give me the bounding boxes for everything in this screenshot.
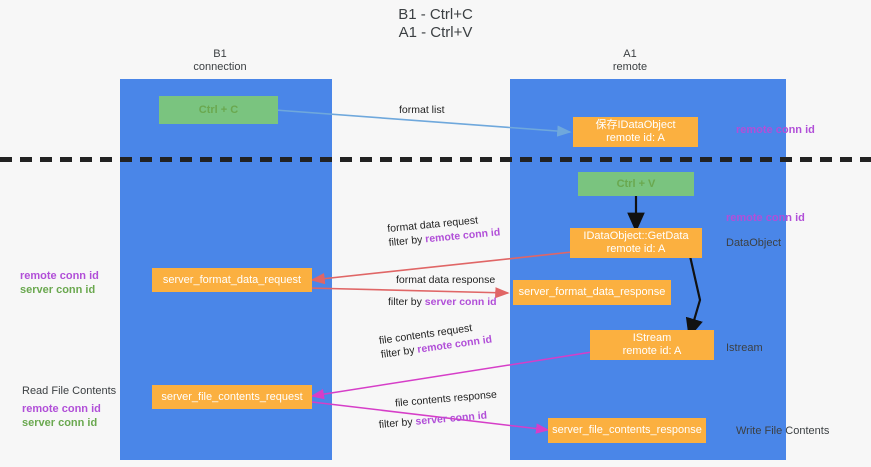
- node-istream[interactable]: IStream remote id: A: [590, 330, 714, 360]
- annotation-right-remote-conn-id-top: remote conn id: [736, 124, 815, 136]
- phase-separator: [0, 157, 871, 162]
- annotation-right-dataobject: DataObject: [726, 237, 782, 249]
- annotation-left-server-conn-id-mid: server conn id: [20, 284, 96, 296]
- node-store-dataobject[interactable]: 保存IDataObject remote id: A: [573, 117, 698, 147]
- node-istream-line-1: IStream: [632, 332, 672, 344]
- diagram-title-line-1: B1 - Ctrl+C: [398, 6, 473, 23]
- column-header-b1-sub: connection: [193, 61, 247, 73]
- node-server-format-data-request-label: server_format_data_request: [162, 273, 302, 286]
- edge-label-file-contents-response-filter-key: server conn id: [414, 409, 488, 428]
- node-store-dataobject-line-1: 保存IDataObject: [595, 119, 676, 131]
- edge-label-file-contents-request: file contents request filter by remote c…: [378, 319, 493, 362]
- node-server-format-data-request[interactable]: server_format_data_request: [152, 268, 312, 292]
- column-header-a1-name: A1: [623, 48, 637, 60]
- edge-label-file-contents-response-line-1: file contents response: [394, 388, 498, 410]
- annotation-left-remote-conn-id-bot: remote conn id: [22, 403, 101, 415]
- node-idataobject-getdata[interactable]: IDataObject::GetData remote id: A: [570, 228, 702, 258]
- node-server-file-contents-request-label: server_file_contents_request: [161, 390, 303, 403]
- annotation-left-server-conn-id-bot: server conn id: [22, 417, 98, 429]
- node-ctrl-v[interactable]: Ctrl + V: [578, 172, 694, 196]
- node-istream-line-2: remote id: A: [622, 345, 682, 357]
- edge-label-format-data-response-line-1: format data response: [396, 274, 496, 286]
- node-server-format-data-response[interactable]: server_format_data_response: [513, 280, 671, 305]
- edge-label-format-list-text: format list: [399, 104, 445, 116]
- annotation-right-remote-conn-id-mid: remote conn id: [726, 212, 805, 224]
- edge-label-format-data-response-filter-key: server conn id: [424, 296, 497, 308]
- annotation-right-istream: Istream: [726, 342, 763, 354]
- edge-label-format-data-request-filter-prefix: filter by: [388, 233, 426, 249]
- column-header-b1: B1 connection: [130, 48, 310, 74]
- annotation-right-write-file-contents: Write File Contents: [736, 425, 830, 437]
- edge-label-format-data-response-line-2: filter by server conn id: [388, 295, 497, 309]
- column-header-a1-sub: remote: [612, 61, 648, 73]
- node-idataobject-getdata-line-1: IDataObject::GetData: [583, 230, 689, 242]
- edge-label-file-contents-response-line-2: filter by server conn id: [378, 408, 499, 432]
- node-server-format-data-response-label: server_format_data_response: [518, 286, 666, 298]
- node-ctrl-c-label: Ctrl + C: [198, 103, 239, 116]
- edge-label-format-list: format list: [399, 103, 445, 117]
- column-header-a1: A1 remote: [530, 48, 730, 74]
- diagram-title-line-2: A1 - Ctrl+V: [398, 24, 473, 41]
- node-store-dataobject-line-2: remote id: A: [606, 132, 665, 144]
- annotation-left-read-file-contents: Read File Contents: [22, 385, 117, 397]
- node-server-file-contents-response-label: server_file_contents_response: [552, 424, 702, 436]
- edge-label-file-contents-request-filter-prefix: filter by: [380, 343, 419, 361]
- edge-label-file-contents-response-filter-prefix: filter by: [378, 415, 417, 431]
- node-ctrl-v-label: Ctrl + V: [616, 177, 656, 190]
- edge-label-file-contents-response: file contents response filter by server …: [377, 388, 500, 432]
- node-server-file-contents-request[interactable]: server_file_contents_request: [152, 385, 312, 409]
- node-server-file-contents-response[interactable]: server_file_contents_response: [548, 418, 706, 443]
- diagram-title: B1 - Ctrl+C A1 - Ctrl+V: [0, 6, 871, 42]
- column-header-b1-name: B1: [213, 48, 227, 60]
- annotation-left-remote-conn-id-mid: remote conn id: [20, 270, 99, 282]
- node-idataobject-getdata-line-2: remote id: A: [606, 243, 666, 255]
- edge-label-format-data-request: format data request filter by remote con…: [387, 211, 501, 250]
- edge-label-format-data-response: format data response filter by server co…: [388, 273, 497, 309]
- edge-label-format-data-response-filter-prefix: filter by: [388, 296, 425, 308]
- node-ctrl-c[interactable]: Ctrl + C: [159, 96, 278, 124]
